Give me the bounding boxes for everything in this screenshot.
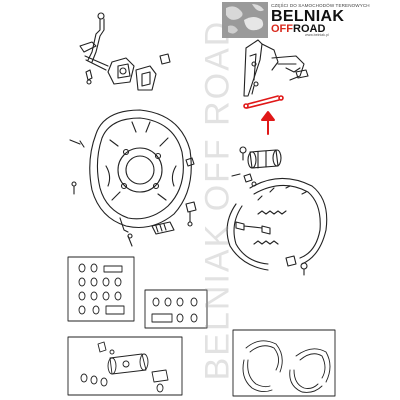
plate-stud-right [185, 157, 195, 167]
brand-logo: CZĘŚCI DO SAMOCHODÓW TERENOWYCH BELNIAK … [215, 0, 400, 40]
cable-clamp-assembly [107, 57, 157, 91]
hold-down-cup [285, 255, 308, 276]
shoe-hold-pin [119, 217, 133, 247]
bleeder-bolt [239, 146, 247, 161]
plate-stud-left [71, 181, 77, 195]
brake-backing-plate [89, 109, 192, 229]
callout-arrow-up-icon [261, 111, 275, 135]
parking-brake-strut [243, 95, 284, 109]
brake-shoe-rear [249, 177, 328, 265]
return-spring [253, 210, 287, 245]
adjuster-screw-left [151, 221, 175, 235]
clip-spring [159, 53, 171, 65]
parking-lever-strut [271, 55, 305, 81]
inset-brake-shoe-set [232, 329, 336, 397]
brand-name: BELNIAK [271, 8, 345, 25]
brand-sub-off: OFF [271, 23, 293, 35]
small-bolt [85, 69, 93, 85]
cable-guide [79, 41, 97, 53]
brand-subtitle: OFFROAD [271, 23, 325, 35]
brand-logo-camo [222, 2, 268, 38]
inset-cylinder-kit-2 [144, 289, 208, 329]
inset-wheel-cylinder-assembly [67, 336, 183, 396]
brand-tagline: CZĘŚCI DO SAMOCHODÓW TERENOWYCH [271, 3, 370, 8]
parking-brake-cable-bracket [84, 12, 109, 71]
lever-clip [295, 69, 309, 79]
inset-cylinder-kit [67, 256, 135, 322]
wheel-cylinder [247, 149, 282, 169]
adjuster-assembly [235, 221, 271, 235]
cylinder-bolts [231, 173, 257, 187]
plate-bolt [69, 139, 85, 148]
brand-url: www.belniak.pl [305, 33, 329, 37]
lever-pin [251, 81, 259, 95]
brake-shoe-front [226, 203, 269, 271]
hold-down-spring [185, 201, 197, 227]
parking-brake-lever [243, 39, 279, 97]
brand-sub-road: ROAD [293, 23, 326, 35]
